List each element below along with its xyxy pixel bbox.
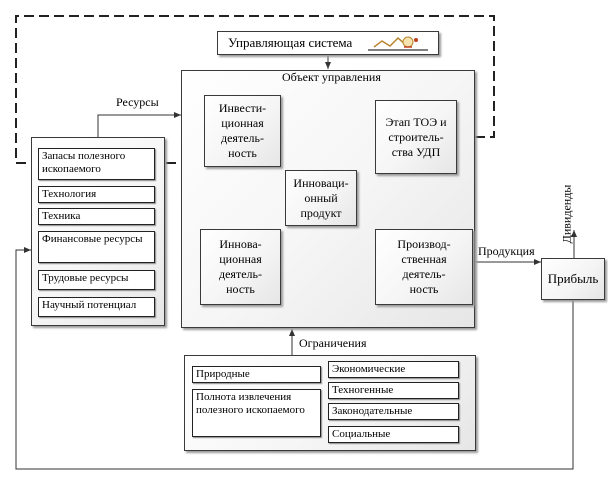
constraint-item: Полнота извлечения полезного ископаемого — [192, 389, 321, 437]
innovation-activity-label: Иннова-ционная деятель-ность — [219, 237, 262, 296]
resource-item: Техника — [38, 208, 155, 225]
investment-activity-box: Инвести-ционная деятель-ность — [204, 95, 281, 167]
management-system-label: Управляющая система — [228, 35, 353, 50]
constraint-item: Социальные — [328, 426, 459, 443]
resource-item: Технология — [38, 186, 155, 203]
production-activity-label: Производ-ственная деятель-ность — [397, 237, 451, 296]
sketch-logo-icon — [368, 34, 428, 52]
profit-box: Прибыль — [541, 258, 605, 300]
constraints-label: Ограничения — [299, 336, 367, 350]
resource-item: Научный потенциал — [38, 297, 155, 317]
innovation-product-box: Инноваци-онный продукт — [285, 170, 357, 226]
management-loop-line — [15, 15, 495, 164]
dividends-label: Дивиденды — [559, 184, 574, 244]
management-system-box: Управляющая система — [217, 31, 439, 55]
teo-stage-box: Этап ТОЭ и строитель-ства УДП — [375, 100, 457, 174]
production-activity-box: Производ-ственная деятель-ность — [375, 229, 473, 305]
resource-item: Финансовые ресурсы — [38, 231, 155, 263]
control-object-label: Объект управления — [282, 70, 381, 84]
innovation-activity-box: Иннова-ционная деятель-ность — [200, 229, 281, 305]
resources-label: Ресурсы — [116, 95, 159, 109]
resource-item: Запасы полезного ископаемого — [38, 148, 155, 180]
resource-item: Трудовые ресурсы — [38, 270, 155, 290]
constraint-item: Природные — [192, 366, 321, 383]
products-label: Продукция — [478, 244, 535, 258]
constraint-item: Экономические — [328, 361, 459, 378]
teo-stage-label: Этап ТОЭ и строитель-ства УДП — [385, 114, 447, 159]
innovation-product-label: Инноваци-онный продукт — [293, 175, 349, 220]
resources-arrow — [97, 112, 181, 137]
constraint-item: Законодательные — [328, 403, 459, 420]
profit-feedback-line — [15, 247, 574, 470]
investment-activity-label: Инвести-ционная деятель-ность — [218, 101, 267, 160]
profit-label: Прибыль — [547, 271, 599, 286]
constraint-item: Техногенные — [328, 382, 459, 399]
